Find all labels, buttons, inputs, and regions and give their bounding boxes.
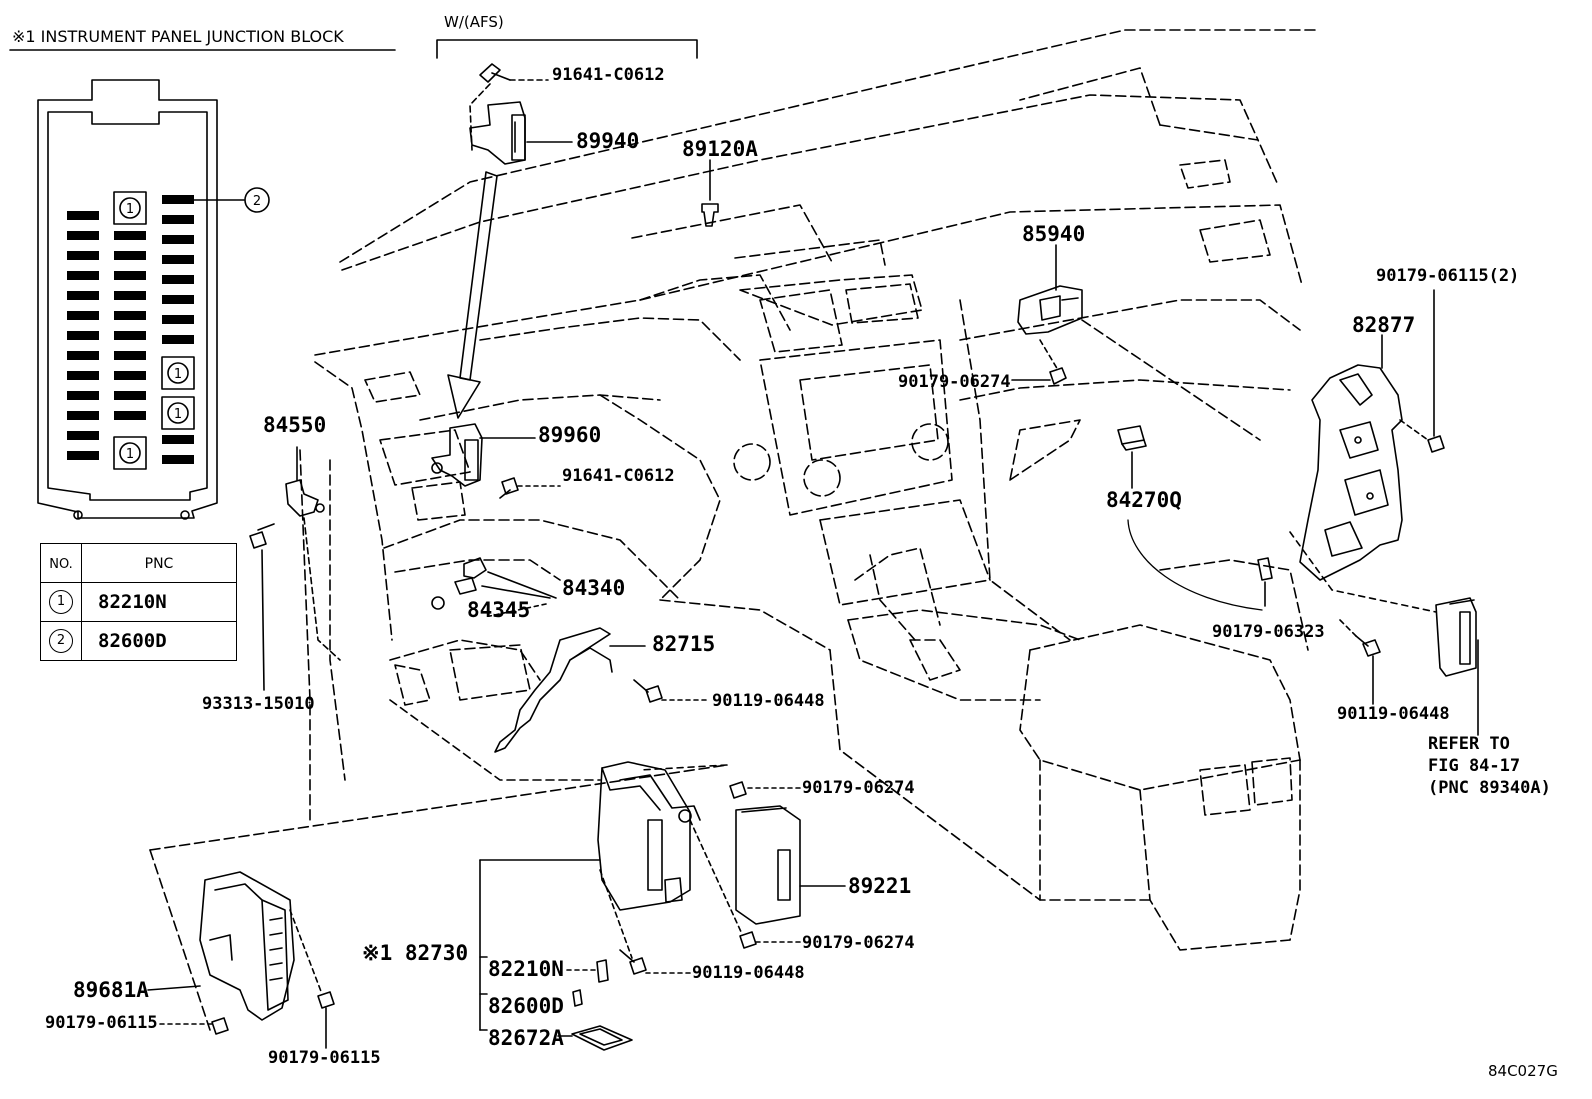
- pnc-header-pnc: PNC: [81, 543, 237, 583]
- afs-note: W/(AFS): [444, 13, 504, 31]
- label-refer-line3: (PNC 89340A): [1428, 778, 1551, 798]
- pnc-table-row: 1 82210N: [40, 582, 237, 622]
- label-84345: 84345: [467, 598, 531, 622]
- sensor-84340: [431, 557, 487, 610]
- jb-title: ※1 INSTRUMENT PANEL JUNCTION BLOCK: [12, 27, 344, 46]
- pnc-row-pnc-1: 82210N: [81, 582, 237, 622]
- jb-marker-1a: 1: [126, 202, 134, 217]
- bolt-90119-06448-low: [619, 949, 647, 975]
- afs-ecu-89940: [469, 101, 526, 165]
- label-90179-06115-left: 90179-06115: [45, 1013, 158, 1033]
- pnc-header-no: NO.: [40, 543, 82, 583]
- label-82600d: 82600D: [488, 994, 564, 1018]
- module-85940: [1017, 285, 1083, 335]
- jb-marker-2: 2: [253, 194, 261, 209]
- pnc-row-no-1: 1: [49, 590, 73, 614]
- clip-90179-06274-a: [729, 781, 747, 799]
- clip-90179-06115-right: [1427, 435, 1445, 453]
- bolt-91641-c0612-mid: [499, 477, 519, 499]
- pnc-table-row: 2 82600D: [40, 621, 237, 661]
- clip-84270Q: [1117, 425, 1147, 451]
- junction-block-markers: 1 1 1 1 2: [126, 194, 261, 462]
- label-90119-06448-mid: 90119-06448: [712, 691, 825, 711]
- pnc-row-no-2: 2: [49, 629, 73, 653]
- label-90119-06448-right: 90119-06448: [1337, 704, 1450, 724]
- label-89940: 89940: [576, 129, 640, 153]
- bolt-90119-06448-right: [1355, 635, 1381, 657]
- pnc-table: NO. PNC 1 82210N 2 82600D: [40, 543, 237, 661]
- label-90179-06115-2: 90179-06115(2): [1376, 266, 1520, 286]
- pnc-row-pnc-2: 82600D: [81, 621, 237, 661]
- pnc-table-header-row: NO. PNC: [40, 543, 237, 583]
- label-90179-06115-low: 90179-06115: [268, 1048, 381, 1068]
- label-84340: 84340: [562, 576, 626, 600]
- cover-82672A: [571, 1025, 633, 1051]
- afs-sensor-bolt-top: [479, 63, 511, 83]
- label-refer-line1: REFER TO: [1428, 734, 1510, 754]
- afs-bracket: [436, 39, 698, 59]
- label-89960: 89960: [538, 423, 602, 447]
- label-82715: 82715: [652, 632, 716, 656]
- clip-90179-06274-b: [739, 931, 757, 949]
- junction-block-drawing: [37, 79, 270, 520]
- fuse-82210N: [596, 959, 609, 983]
- jb-marker-1d: 1: [126, 447, 134, 462]
- bolt-90119-06448-mid: [633, 679, 663, 703]
- label-90179-06274-a: 90179-06274: [802, 778, 915, 798]
- jb-marker-1c: 1: [174, 407, 182, 422]
- junction-block-82730: [597, 761, 701, 911]
- label-85940: 85940: [1022, 222, 1086, 246]
- afs-sensor-89960: [431, 423, 483, 487]
- label-84550: 84550: [263, 413, 327, 437]
- clip-89120A: [701, 203, 719, 227]
- fuse-slots: [67, 195, 194, 464]
- clip-90179-06323: [1257, 557, 1273, 581]
- module-89221: [735, 805, 801, 925]
- label-82730: ※1 82730: [362, 941, 469, 965]
- label-89221: 89221: [848, 874, 912, 898]
- label-90179-06274-b: 90179-06274: [802, 933, 915, 953]
- label-84270q: 84270Q: [1106, 488, 1182, 512]
- label-82672a: 82672A: [488, 1026, 564, 1050]
- label-91641-c0612-mid: 91641-C0612: [562, 466, 675, 486]
- afs-arrow: [447, 171, 498, 419]
- label-93313-15010: 93313-15010: [202, 694, 315, 714]
- fuse-82600D: [572, 989, 583, 1007]
- bracket-82877: [1299, 364, 1403, 581]
- label-90119-06448-low: 90119-06448: [692, 963, 805, 983]
- label-89120a: 89120A: [682, 137, 758, 161]
- jb-marker-1b: 1: [174, 367, 182, 382]
- label-90179-06323: 90179-06323: [1212, 622, 1325, 642]
- label-91641-c0612-top: 91641-C0612: [552, 65, 665, 85]
- label-89681a: 89681A: [73, 978, 149, 1002]
- clip-90179-06115-left: [211, 1017, 229, 1035]
- label-82877: 82877: [1352, 313, 1416, 337]
- bracket-82715: [494, 627, 613, 753]
- sensor-84550: [285, 479, 325, 517]
- clip-90179-06115-low: [317, 991, 335, 1009]
- dashboard-outline: [299, 29, 1316, 951]
- label-82210n: 82210N: [488, 957, 564, 981]
- module-89681A: [199, 871, 295, 1021]
- label-refer-line2: FIG 84-17: [1428, 756, 1521, 776]
- figure-code: 84C027G: [1488, 1062, 1558, 1080]
- module-89340A: [1435, 597, 1477, 677]
- label-90179-06274-upper: 90179-06274: [898, 372, 1011, 392]
